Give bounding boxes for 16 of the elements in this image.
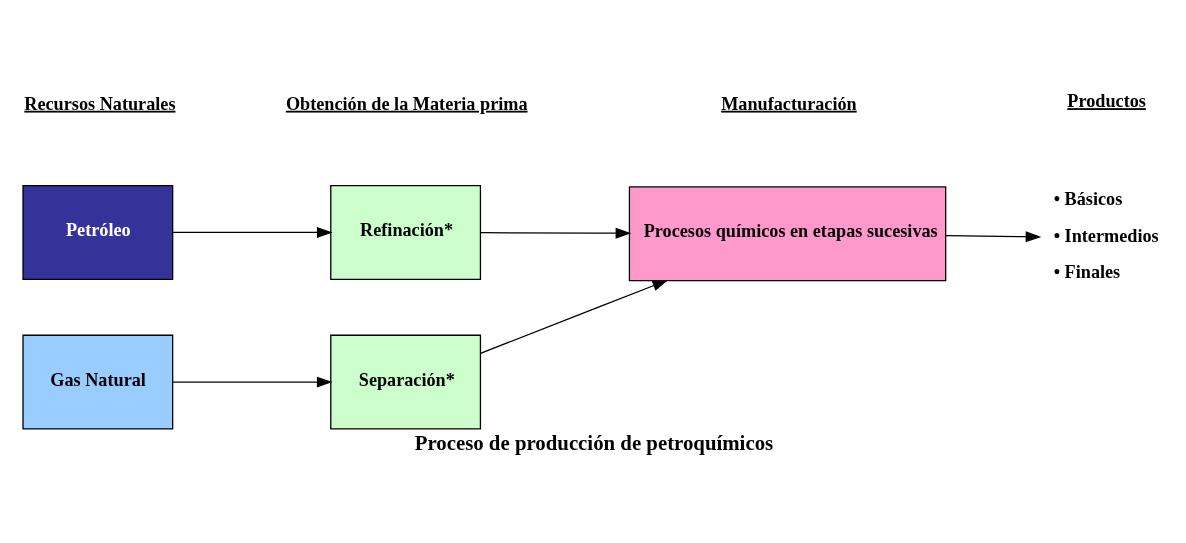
node-box: Procesos químicos en etapas sucesivas — [628, 186, 947, 282]
arrow — [172, 376, 333, 388]
node-box: Petróleo — [22, 184, 174, 280]
arrow — [479, 280, 669, 354]
arrow — [945, 231, 1042, 243]
caption: Proceso de producción de petroquímicos — [414, 430, 774, 455]
label: Recursos Naturales — [24, 93, 176, 114]
label: Obtención de la Materia prima — [285, 93, 528, 114]
node-box: Gas Natural — [22, 334, 174, 430]
node-box: Separación* — [330, 334, 482, 430]
arrow — [479, 227, 632, 239]
arrow — [172, 227, 333, 238]
label: Manufacturación — [721, 93, 857, 114]
node-text: • Básicos • Intermedios • Finales — [1053, 189, 1159, 283]
label: Productos — [1067, 91, 1146, 112]
node-box: Refinación* — [330, 184, 482, 280]
